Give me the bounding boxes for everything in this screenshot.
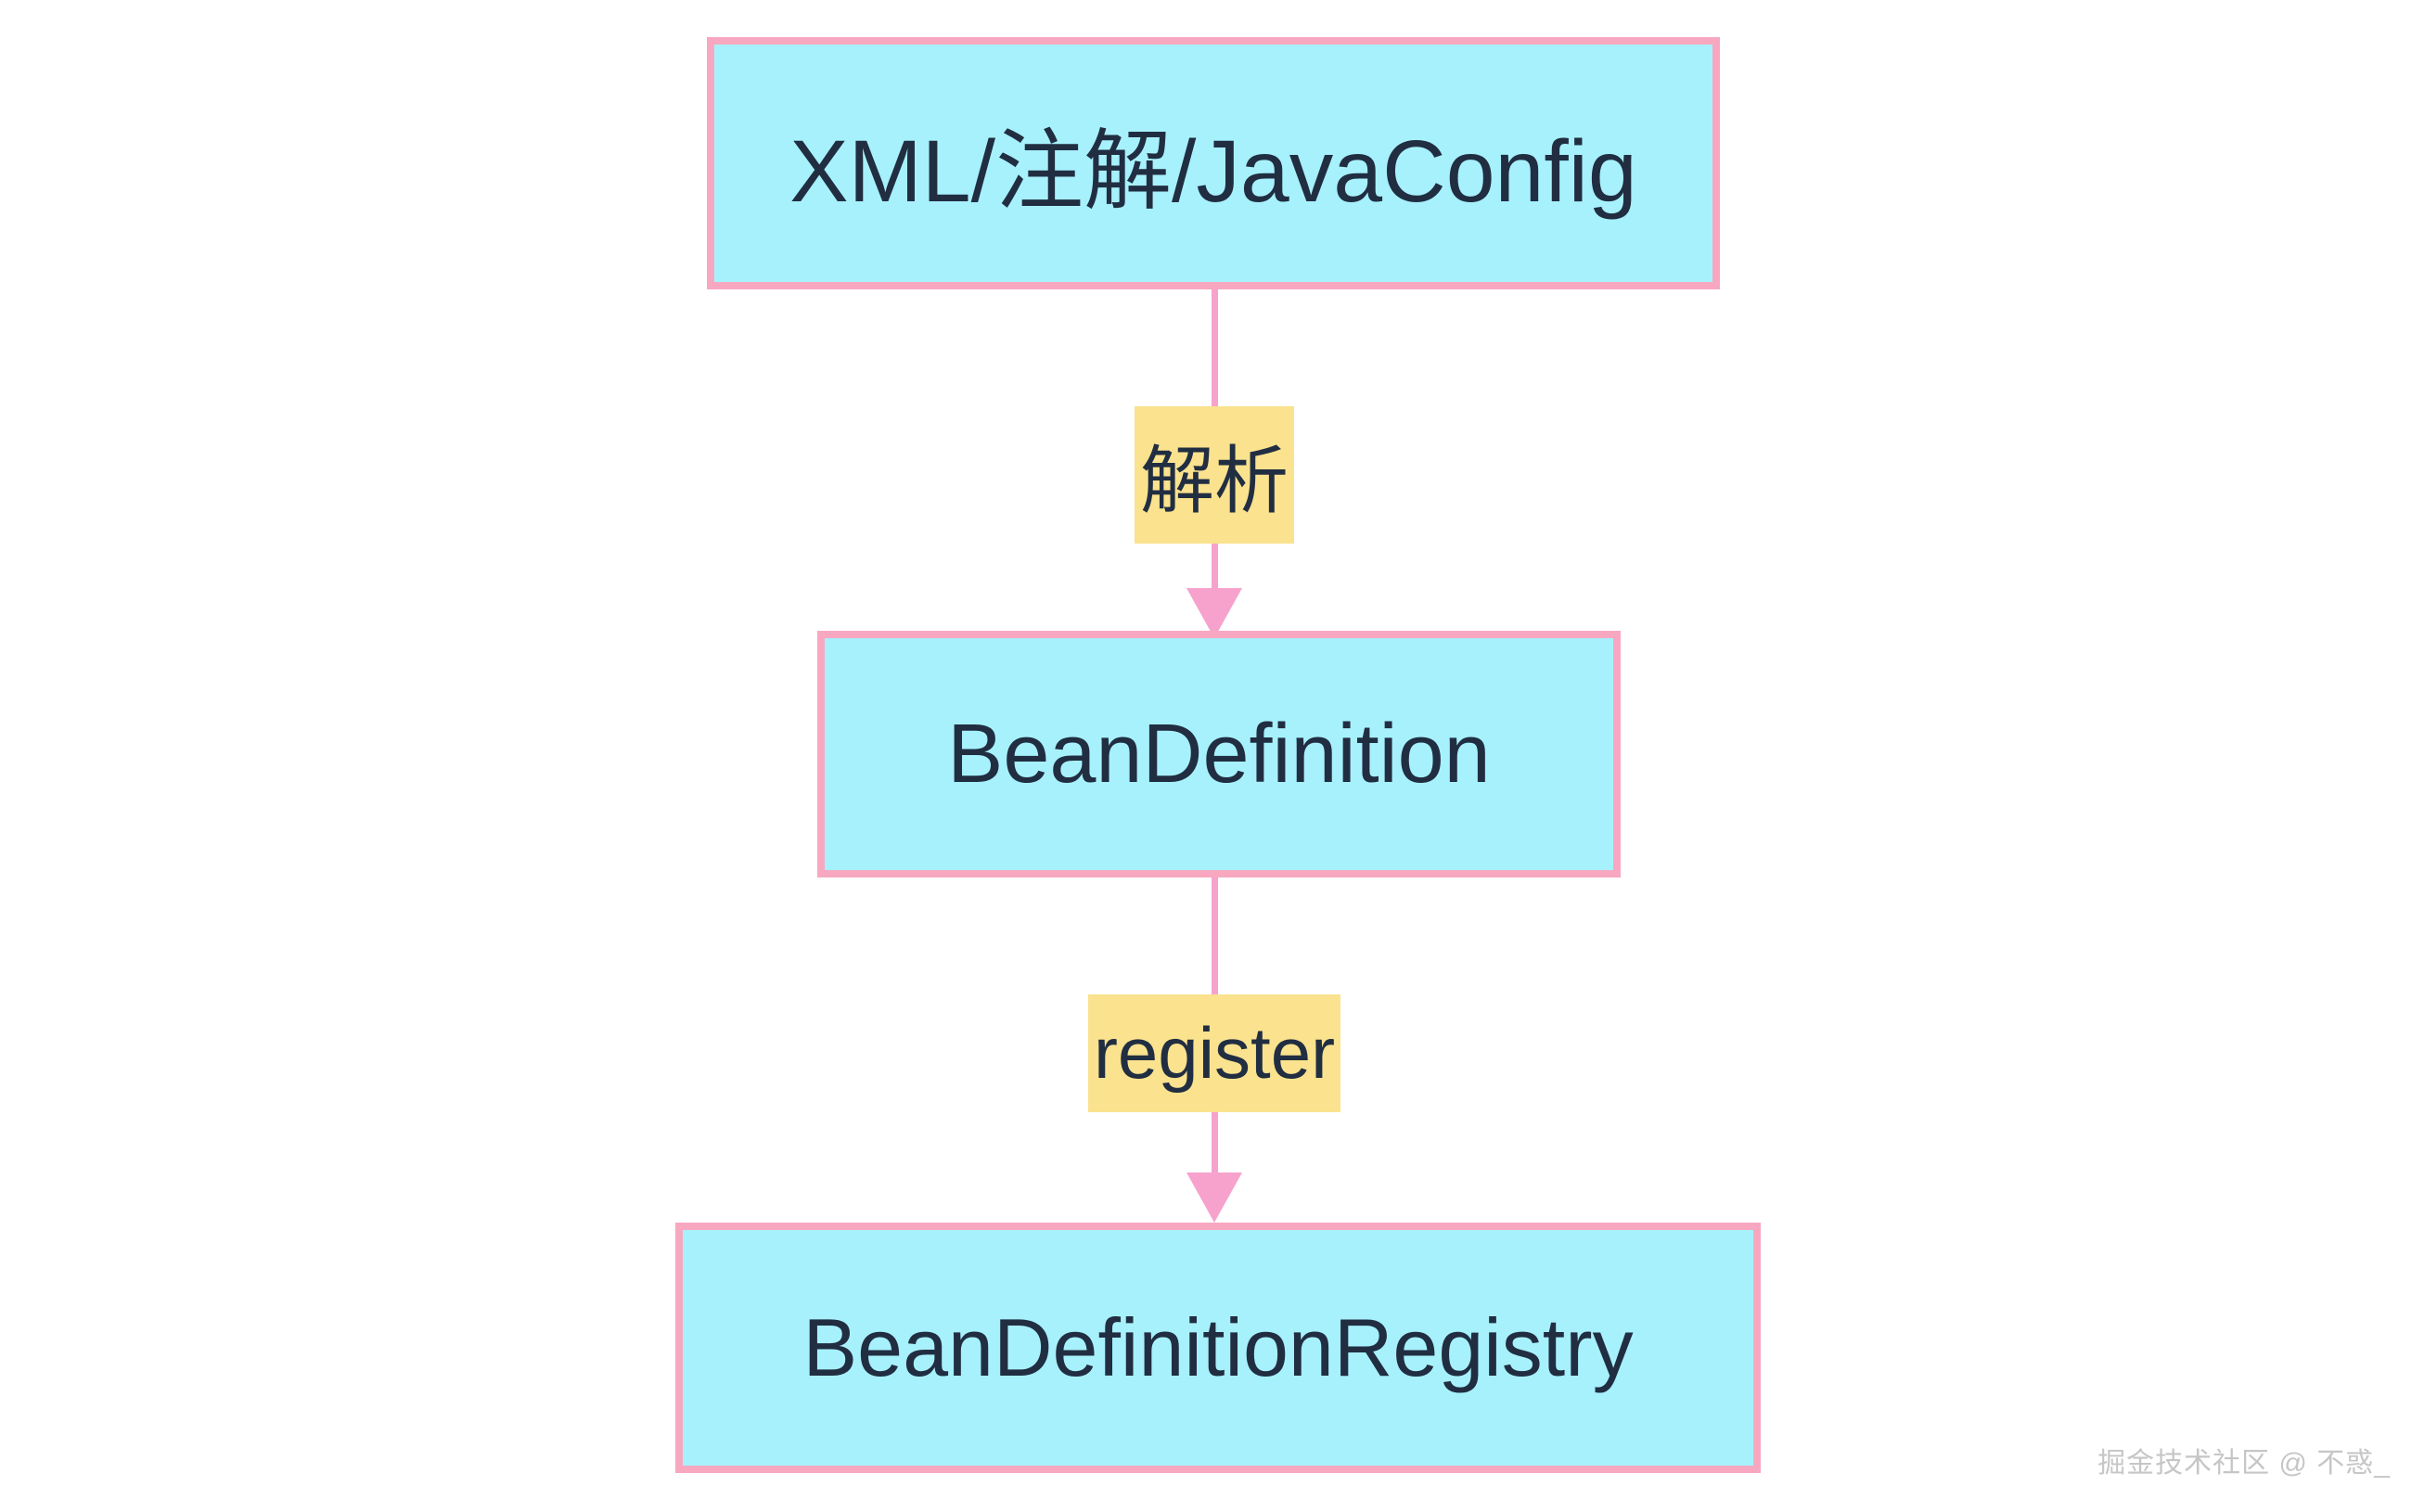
node-beandefinitionregistry-label: BeanDefinitionRegistry xyxy=(802,1301,1634,1393)
watermark: 掘金技术社区 @ 不惑_ xyxy=(2097,1448,2391,1479)
edge-parse-label: 解析 xyxy=(1135,406,1294,544)
node-beandefinition: BeanDefinition xyxy=(817,631,1621,878)
node-beandefinition-label: BeanDefinition xyxy=(947,707,1491,801)
edge-register-label: register xyxy=(1087,994,1341,1112)
node-xml-annotation-javaconfig: XML/注解/JavaConfig xyxy=(707,37,1720,289)
arrow-down-icon xyxy=(1186,1172,1242,1223)
node-xml-annotation-javaconfig-label: XML/注解/JavaConfig xyxy=(789,122,1637,221)
node-beandefinitionregistry: BeanDefinitionRegistry xyxy=(675,1223,1761,1473)
arrow-down-icon xyxy=(1186,588,1242,638)
